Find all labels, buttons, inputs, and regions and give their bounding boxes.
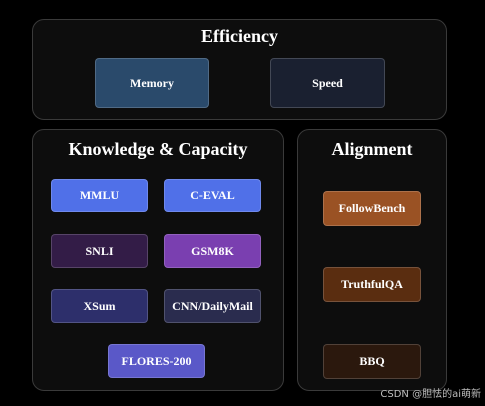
gsm8k-box: GSM8K [164, 234, 261, 268]
watermark: CSDN @胆怯的ai萌新 [380, 389, 481, 400]
speed-box: Speed [270, 58, 385, 108]
efficiency-title: Efficiency [201, 26, 278, 46]
alignment-panel: Alignment FollowBench TruthfulQA BBQ [297, 129, 447, 391]
efficiency-panel: Efficiency Memory Speed [32, 19, 447, 120]
cnn-dailymail-box: CNN/DailyMail [164, 289, 261, 323]
memory-box: Memory [95, 58, 209, 108]
flores-200-box: FLORES-200 [108, 344, 205, 378]
c-eval-box: C-EVAL [164, 179, 261, 212]
xsum-box: XSum [51, 289, 148, 323]
knowledge-capacity-title: Knowledge & Capacity [68, 139, 248, 159]
alignment-title: Alignment [331, 139, 413, 159]
followbench-box: FollowBench [323, 191, 421, 226]
snli-box: SNLI [51, 234, 148, 268]
bbq-box: BBQ [323, 344, 421, 379]
mmlu-box: MMLU [51, 179, 148, 212]
knowledge-capacity-panel: Knowledge & Capacity MMLU C-EVAL SNLI GS… [32, 129, 284, 391]
truthfulqa-box: TruthfulQA [323, 267, 421, 302]
